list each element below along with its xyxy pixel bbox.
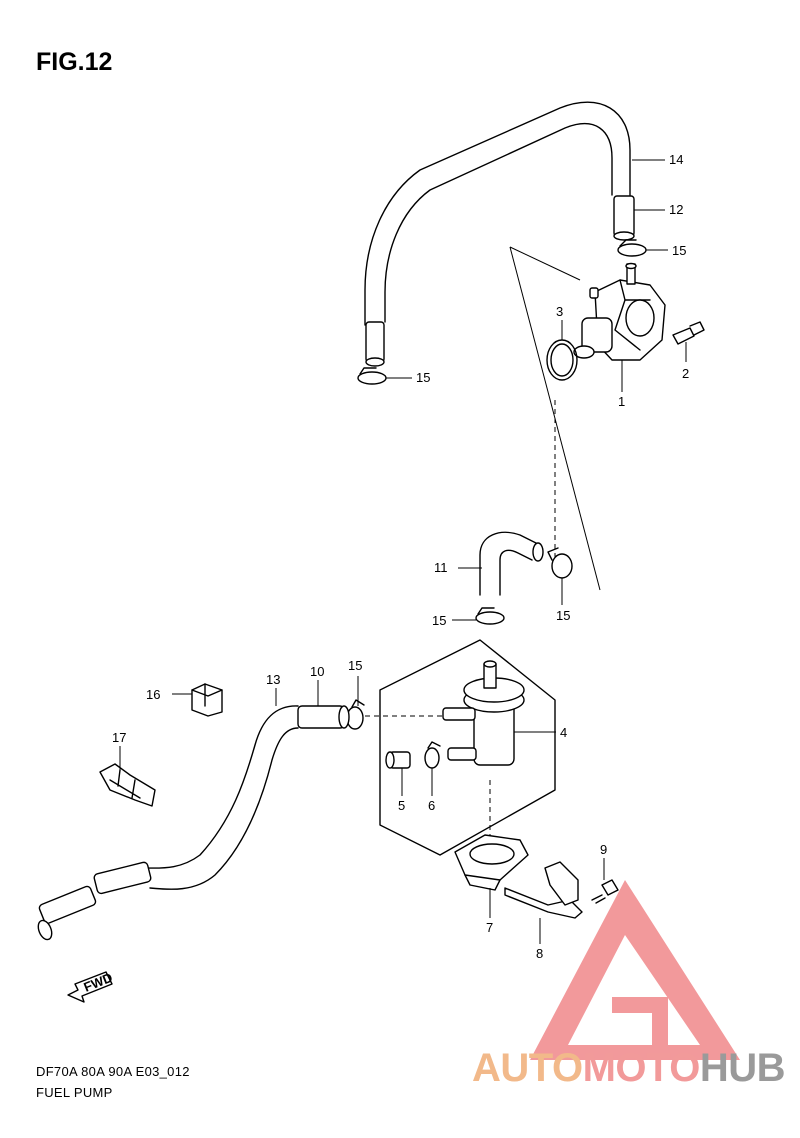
- hose-14: [364, 101, 631, 326]
- watermark-hub: HUB: [699, 1046, 786, 1090]
- callout-14: 14: [669, 152, 683, 167]
- watermark-logo: [530, 880, 740, 1060]
- callout-7: 7: [486, 920, 493, 935]
- figure-caption-code: DF70A 80A 90A E03_012: [36, 1064, 190, 1079]
- clip-15-a: [617, 239, 647, 257]
- filter-group-box: [379, 639, 556, 856]
- hose-10: [297, 705, 350, 729]
- callout-9: 9: [600, 842, 607, 857]
- bolt-2: [672, 321, 705, 345]
- hose-13: [37, 705, 299, 941]
- figure-caption-name: FUEL PUMP: [36, 1085, 113, 1100]
- fwd-arrow-icon: FWD: [67, 970, 115, 1003]
- callout-15: 15: [672, 243, 686, 258]
- figure-title: FIG.12: [36, 48, 113, 76]
- hose-end-left: [365, 321, 385, 367]
- fwd-label: FWD: [82, 970, 115, 995]
- callout-15: 15: [348, 658, 362, 673]
- callout-labels: 14 12 15 3 2 1 15 11 15 15 15 4 16 13 10…: [112, 152, 689, 961]
- holder-7: [454, 834, 529, 891]
- callout-5: 5: [398, 798, 405, 813]
- clip-15-c: [547, 547, 573, 579]
- callout-11: 11: [434, 560, 448, 575]
- leader-lines: [119, 159, 687, 944]
- callout-10: 10: [310, 664, 324, 679]
- clip-15-b: [357, 367, 387, 385]
- hose-5: [385, 751, 411, 769]
- clip-15-d: [475, 607, 505, 625]
- callout-15: 15: [556, 608, 570, 623]
- clip-6: [424, 741, 441, 769]
- watermark-moto: MOTO: [582, 1046, 701, 1090]
- watermark-auto: AUTO: [472, 1046, 583, 1090]
- bracket-8: [504, 861, 583, 919]
- fuel-filter-4: [442, 660, 525, 766]
- hose-12: [613, 195, 635, 241]
- callout-12: 12: [669, 202, 683, 217]
- callout-2: 2: [682, 366, 689, 381]
- clamp-16: [191, 683, 223, 717]
- callout-4: 4: [560, 725, 567, 740]
- pump-guide-right: [509, 246, 581, 281]
- callout-15: 15: [432, 613, 446, 628]
- callout-8: 8: [536, 946, 543, 961]
- clip-17: [99, 763, 156, 807]
- callout-1: 1: [618, 394, 625, 409]
- callout-6: 6: [428, 798, 435, 813]
- o-ring-3: [546, 339, 578, 381]
- watermark-text: AUTOMOTOHUB: [472, 1046, 786, 1091]
- callout-3: 3: [556, 304, 563, 319]
- callout-15: 15: [416, 370, 430, 385]
- callout-16: 16: [146, 687, 160, 702]
- fuel-pump-1: [573, 262, 666, 361]
- callout-17: 17: [112, 730, 126, 745]
- callout-13: 13: [266, 672, 280, 687]
- hose-11: [479, 531, 544, 596]
- bolt-9: [591, 879, 619, 904]
